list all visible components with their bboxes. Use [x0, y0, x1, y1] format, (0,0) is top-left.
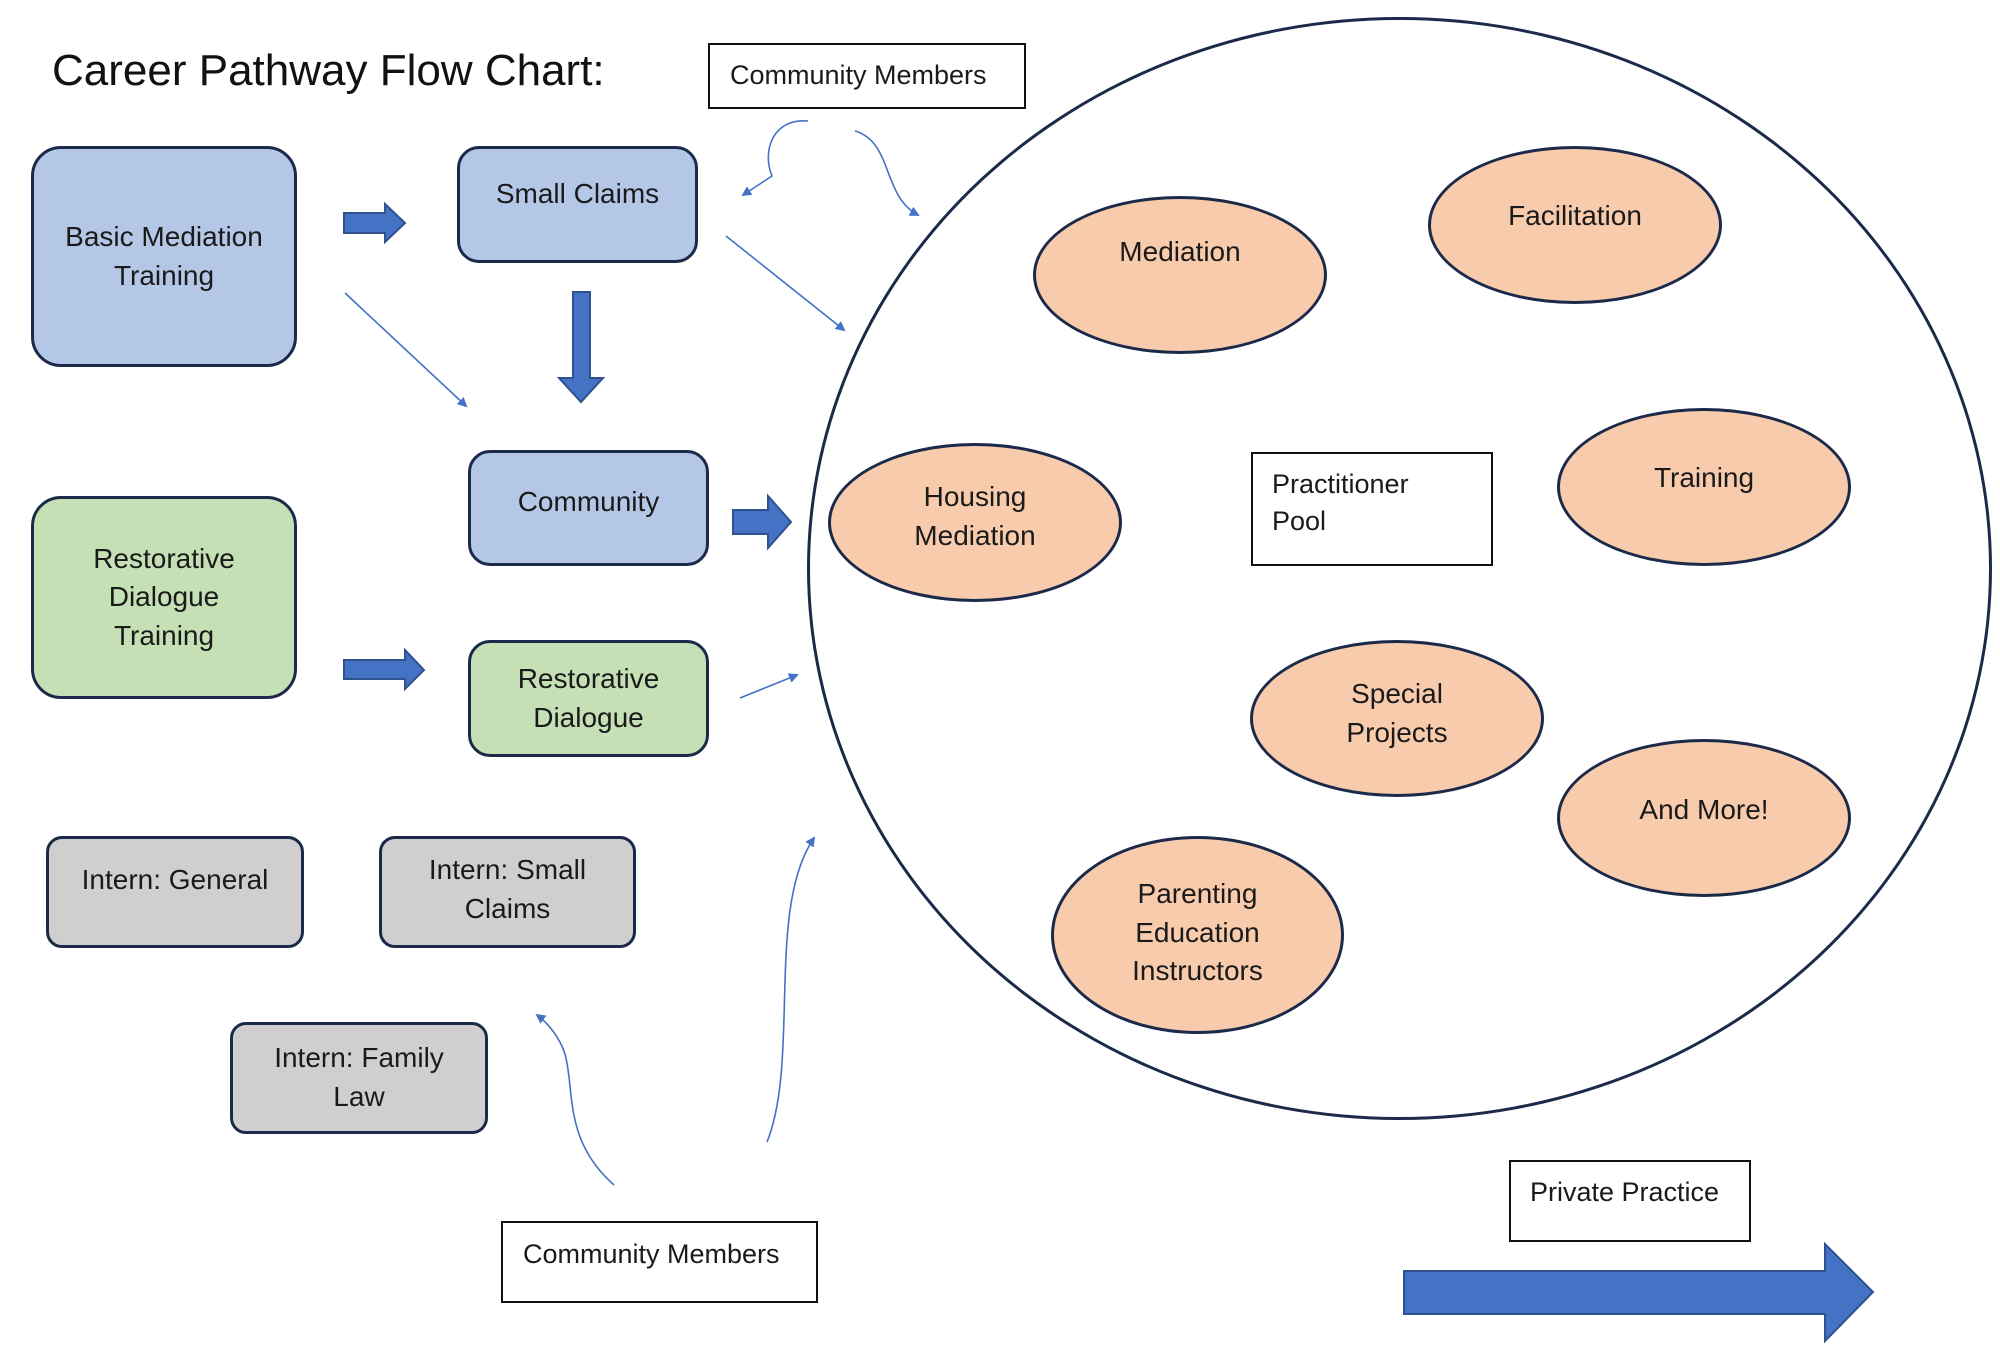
training-label: Training — [1653, 462, 1755, 493]
housing-mediation-oval: Housing Mediation — [828, 443, 1122, 602]
private-practice-box: Private Practice — [1509, 1160, 1751, 1242]
housing-mediation-label: Housing Mediation — [914, 481, 1036, 551]
community-box: Community — [468, 450, 709, 566]
intern-small-claims-label: Intern: Small Claims — [428, 854, 587, 924]
intern-general-box: Intern: General — [46, 836, 304, 948]
restorative-dialogue-label: Restorative Dialogue — [517, 662, 660, 733]
private-practice-arrow — [1403, 1241, 1875, 1344]
special-projects-label: Special Projects — [1346, 678, 1448, 748]
and-more-oval: And More! — [1557, 739, 1851, 897]
facilitation-label: Facilitation — [1508, 200, 1642, 231]
restorative-dialogue-box: Restorative Dialogue — [468, 640, 709, 757]
and-more-label: And More! — [1639, 794, 1769, 825]
intern-family-law-label: Intern: Family Law — [274, 1042, 444, 1112]
mediation-oval: Mediation — [1033, 196, 1327, 354]
community-members-bottom-label: Community Members — [523, 1239, 780, 1269]
intern-family-law-box: Intern: Family Law — [230, 1022, 488, 1134]
community-members-top-box: Community Members — [708, 43, 1026, 109]
community-label: Community — [517, 486, 660, 517]
community-members-bottom-box: Community Members — [501, 1221, 818, 1303]
basic-mediation-training-box: Basic Mediation Training — [31, 146, 297, 367]
intern-small-claims-box: Intern: Small Claims — [379, 836, 636, 948]
connector-basic-to-community — [344, 292, 468, 408]
connector-community-members-to-small-claims — [741, 120, 809, 197]
private-practice-label: Private Practice — [1530, 1177, 1720, 1207]
block-arrow-small-claims-to-community — [556, 291, 606, 404]
small-claims-label: Small Claims — [495, 178, 660, 209]
practitioner-pool-label: Practitioner Pool — [1272, 469, 1409, 537]
small-claims-box: Small Claims — [457, 146, 698, 263]
parenting-education-oval: Parenting Education Instructors — [1051, 836, 1344, 1034]
page-title: Career Pathway Flow Chart: — [52, 46, 605, 95]
training-oval: Training — [1557, 408, 1851, 566]
connector-community-members-to-pool — [854, 130, 920, 216]
restorative-dialogue-training-label: Restorative Dialogue Training — [93, 542, 235, 651]
practitioner-pool-circle — [807, 17, 1992, 1120]
parenting-education-label: Parenting Education Instructors — [1132, 878, 1263, 987]
community-members-top-label: Community Members — [730, 60, 987, 90]
intern-general-label: Intern: General — [81, 864, 269, 895]
restorative-dialogue-training-box: Restorative Dialogue Training — [31, 496, 297, 699]
block-arrow-basic-to-small-claims — [343, 201, 407, 245]
block-arrow-community-to-pool — [732, 493, 793, 551]
block-arrow-restorative-to-dialogue — [343, 647, 426, 692]
facilitation-oval: Facilitation — [1428, 146, 1722, 304]
connector-bottom-members-to-interns — [535, 1013, 615, 1186]
mediation-label: Mediation — [1119, 236, 1241, 267]
connector-small-claims-to-pool — [725, 235, 846, 332]
special-projects-oval: Special Projects — [1250, 640, 1544, 797]
connector-dialogue-to-pool — [739, 673, 799, 699]
practitioner-pool-box: Practitioner Pool — [1251, 452, 1493, 566]
basic-mediation-training-label: Basic Mediation Training — [65, 220, 263, 291]
connector-bottom-members-to-pool — [766, 836, 816, 1143]
